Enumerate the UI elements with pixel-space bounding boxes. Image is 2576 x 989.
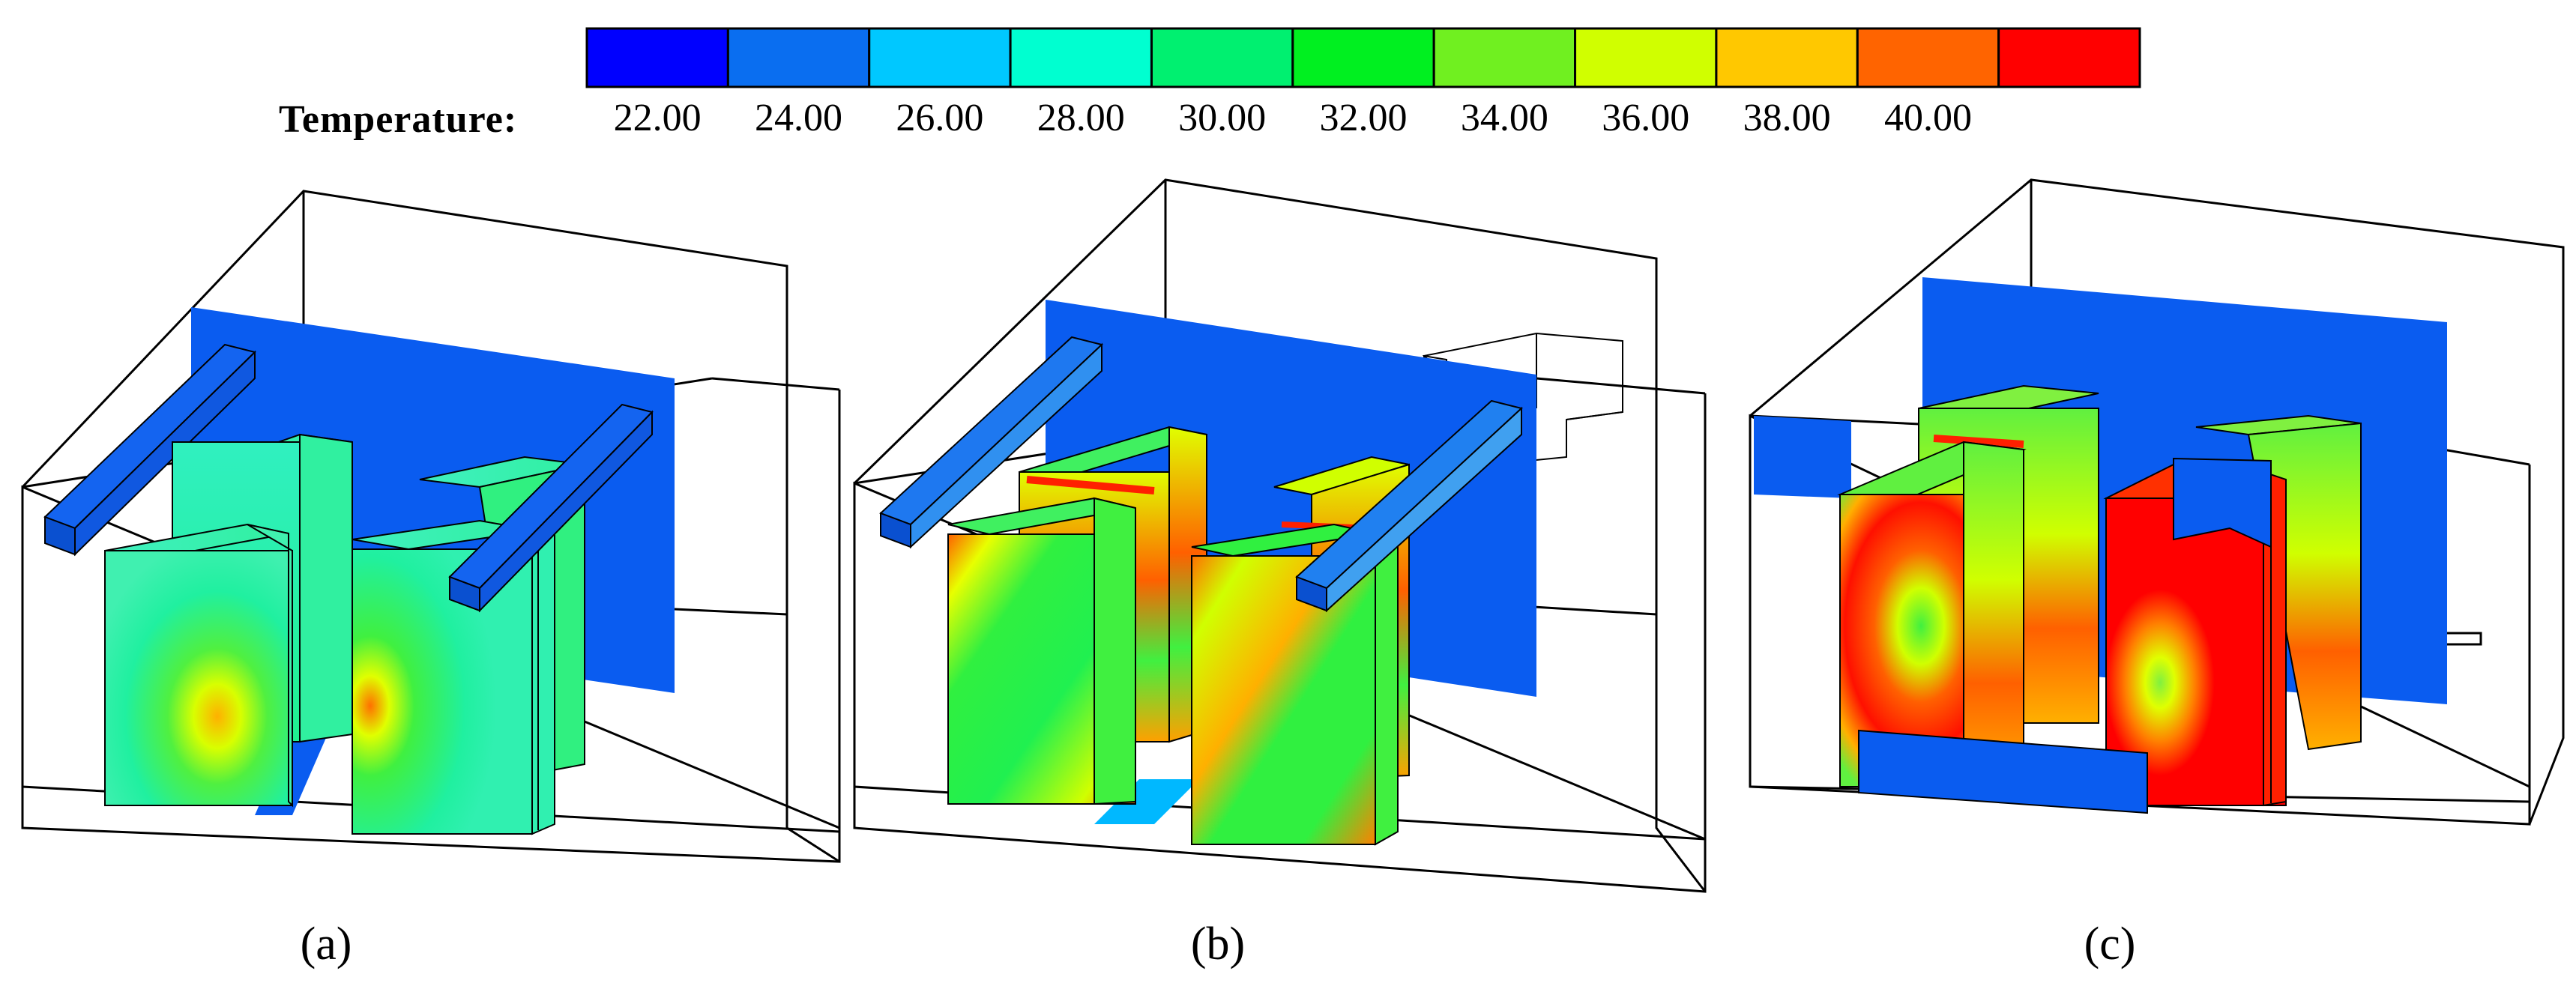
panel-b (853, 178, 1707, 893)
left-wall-vent (1754, 416, 1851, 498)
legend-tick-label: 26.00 (896, 97, 984, 139)
legend-tick-label: 36.00 (1602, 97, 1690, 139)
panel-a (21, 190, 841, 863)
legend-swatch (1432, 27, 1577, 88)
legend-swatch (726, 27, 871, 88)
legend-colorbar (585, 27, 2141, 88)
rack-b2-front (1191, 523, 1399, 846)
caption-a: (a) (301, 919, 352, 970)
ceiling-vent (2173, 457, 2272, 548)
rack-b1-front (947, 497, 1136, 805)
rack-c1-front (1837, 441, 2027, 788)
temperature-legend: Temperature: 22.00 24.00 26.00 28.00 30.00 32… (0, 0, 2576, 165)
right-duct (448, 403, 654, 613)
legend-swatch (1291, 27, 1435, 88)
caption-b: (b) (1191, 919, 1245, 970)
legend-tick-label: 40.00 (1883, 97, 1972, 139)
legend-swatch (1856, 27, 2000, 88)
legend-tick-label: 38.00 (1743, 97, 1831, 139)
right-duct (1295, 399, 1524, 613)
legend-swatch (1997, 27, 2141, 88)
legend-tick-label: 22.00 (613, 97, 702, 139)
left-duct (43, 343, 256, 557)
legend-tick-label: 32.00 (1319, 97, 1408, 139)
legend-swatch (1715, 27, 1859, 88)
legend-swatch (585, 27, 729, 88)
legend-title: Temperature: (279, 98, 518, 141)
legend-tick-label: 34.00 (1460, 97, 1548, 139)
rack-a2-front (352, 519, 555, 835)
floor-vent (1094, 779, 1199, 824)
legend-swatch (1150, 27, 1294, 88)
floor-supply-vent (1858, 729, 2148, 814)
rack-a1-front (104, 523, 293, 808)
caption-c: (c) (2084, 919, 2136, 970)
legend-tick-label: 24.00 (755, 97, 843, 139)
legend-tick-label: 28.00 (1037, 97, 1125, 139)
left-duct (879, 336, 1104, 549)
panel-c (1749, 178, 2565, 826)
legend-swatch (1574, 27, 1718, 88)
legend-swatch (868, 27, 1012, 88)
legend-tick-label: 30.00 (1178, 97, 1267, 139)
